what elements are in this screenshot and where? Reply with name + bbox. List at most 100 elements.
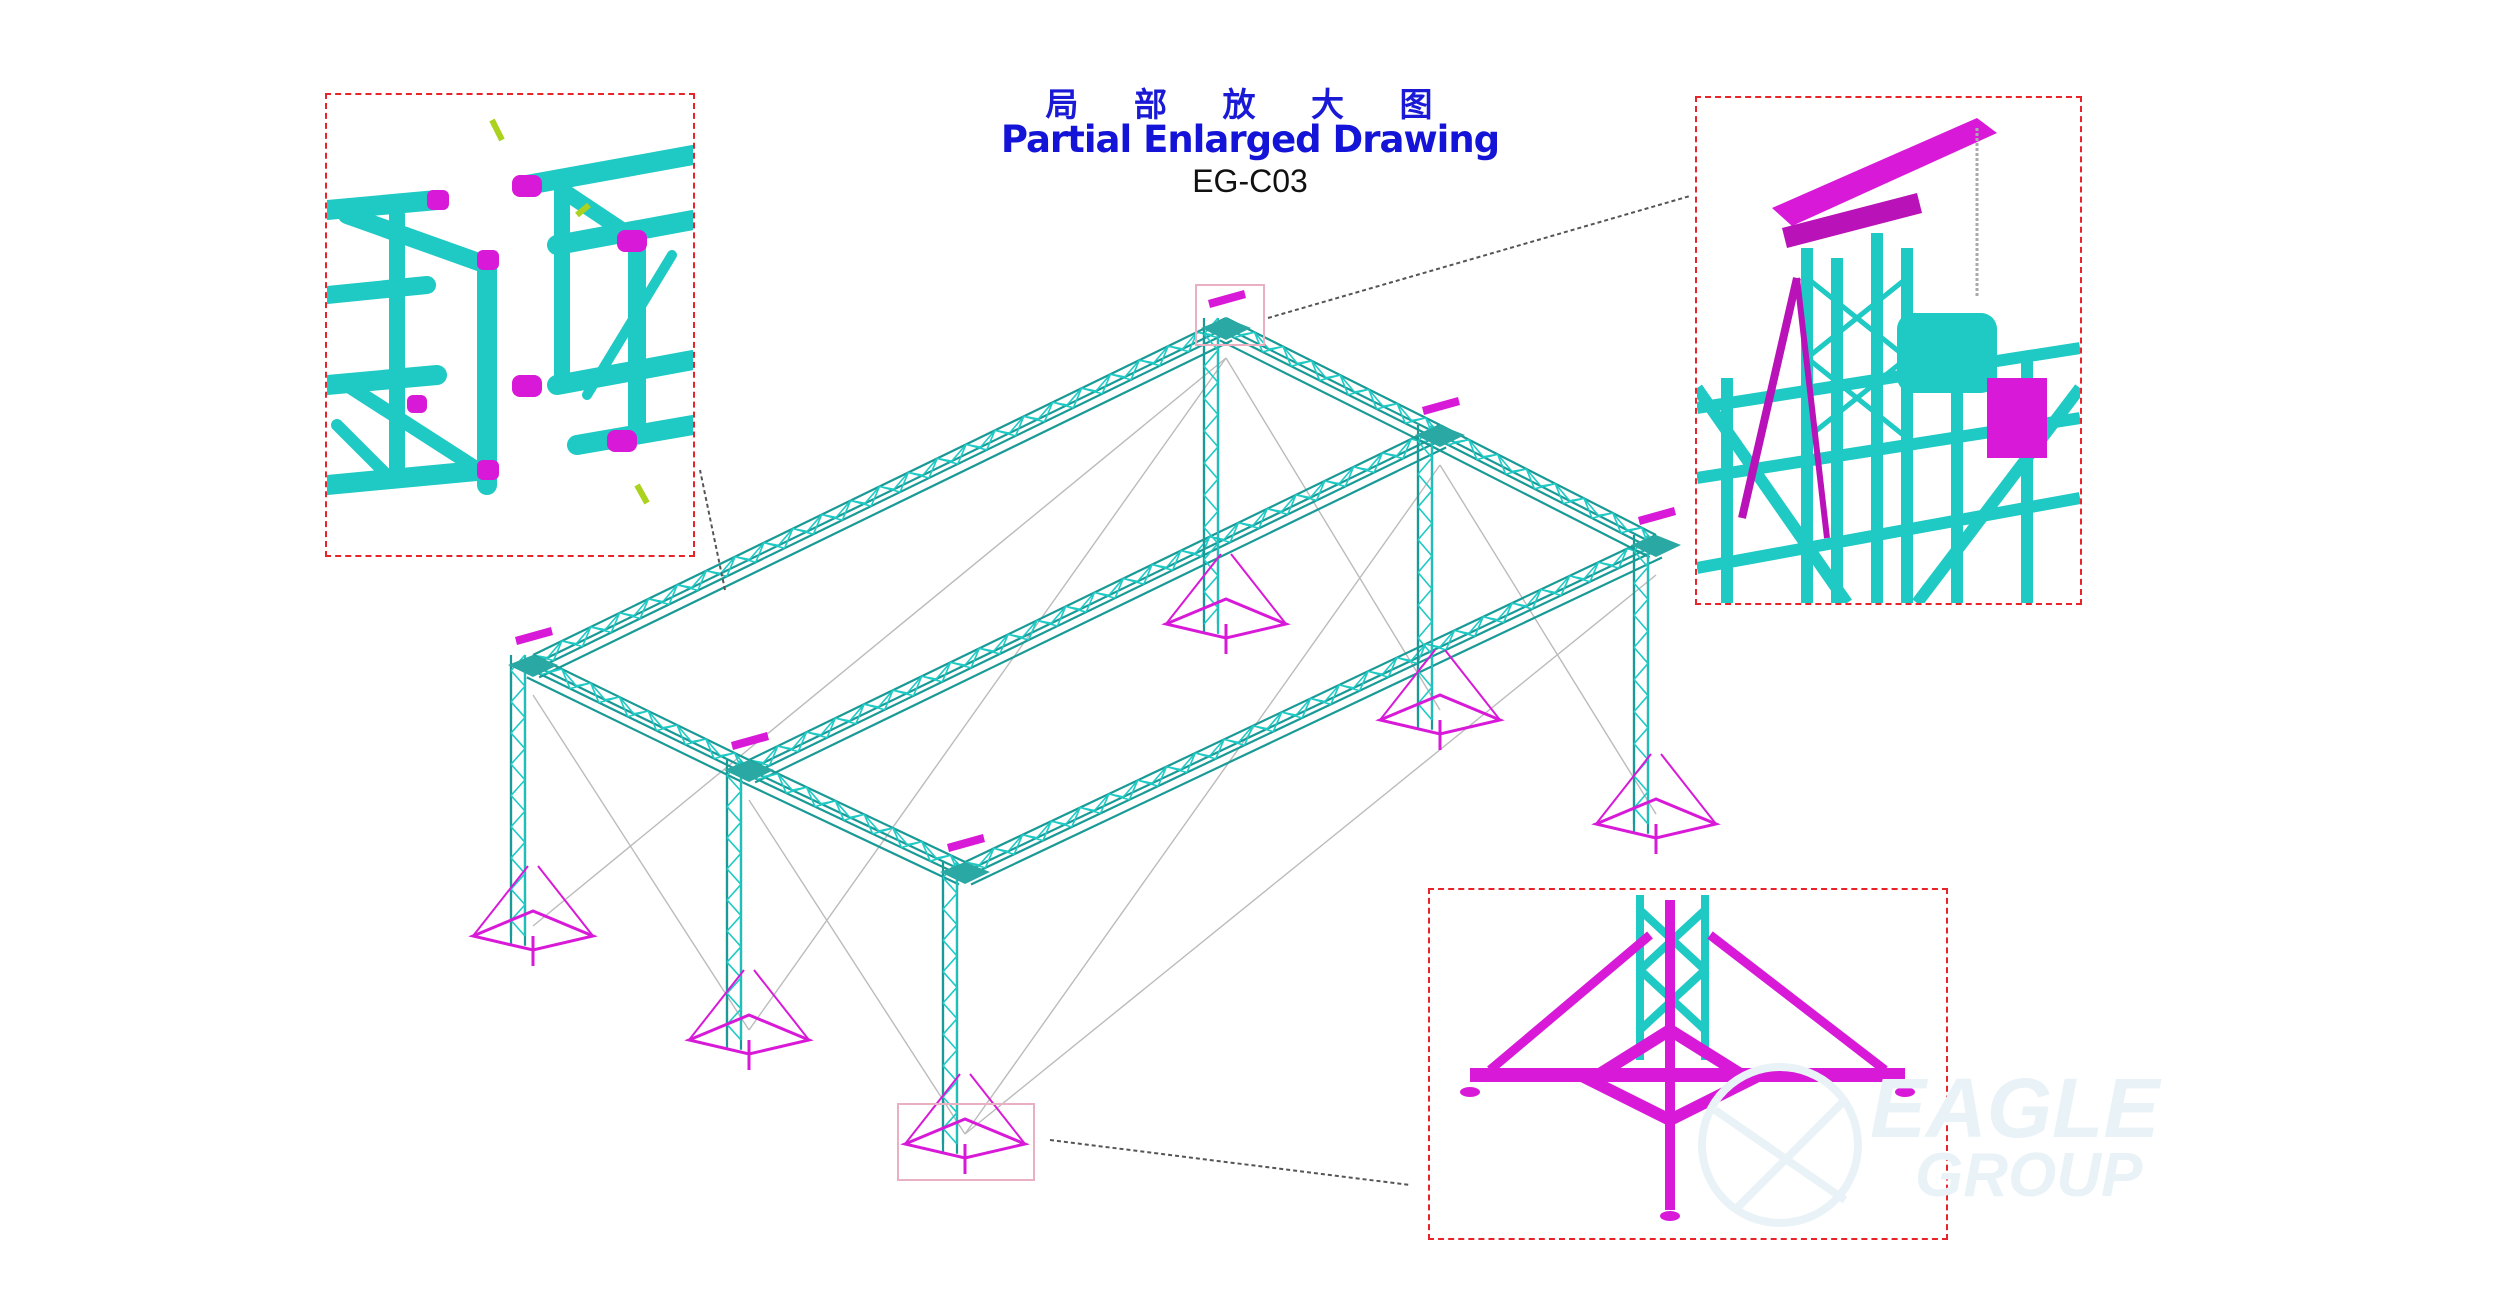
truss-column-E — [725, 759, 743, 1050]
guy-wire — [964, 464, 1441, 1135]
top-block-D — [508, 627, 558, 677]
truss-chord — [1439, 433, 1657, 546]
corner-block — [724, 760, 774, 782]
guy-wire — [748, 799, 966, 1135]
truss-chord — [532, 326, 1227, 666]
outrigger-base-D — [468, 865, 598, 966]
inset-base-outrigger — [1428, 888, 1948, 1240]
truss-chord — [1433, 446, 1651, 559]
watermark-group: GROUP — [1915, 1141, 2143, 1210]
top-block-F — [940, 834, 990, 884]
inset-truss-connection — [325, 93, 695, 557]
top-block-A — [1201, 290, 1251, 340]
truss-chord — [964, 543, 1657, 873]
truss-chord — [532, 654, 750, 761]
outrigger-brace — [472, 865, 529, 937]
top-block-illustration — [1697, 118, 2080, 603]
outrigger-brace — [904, 1073, 961, 1145]
outrigger-brace — [1230, 553, 1287, 625]
truss-beam-AB — [1219, 317, 1441, 449]
truss-chord — [1439, 424, 1657, 536]
watermark-eagle: EAGLE — [1870, 1061, 2160, 1155]
truss-column-D — [509, 654, 527, 946]
corner-block — [940, 862, 990, 884]
truss-chord — [742, 781, 960, 886]
outrigger-base-F — [900, 1073, 1030, 1174]
outrigger-base-A — [1161, 553, 1291, 654]
truss-lacing — [1203, 317, 1219, 634]
corner-block — [1631, 535, 1681, 557]
corner-block — [1201, 318, 1251, 340]
truss-chord — [748, 759, 966, 863]
title-chinese: 局 部 放 大 图 — [1045, 85, 1455, 124]
top-sleeve-block — [515, 627, 553, 645]
outrigger-brace — [1444, 649, 1501, 721]
truss-chord — [1225, 317, 1441, 426]
truss-column-A — [1202, 317, 1220, 634]
truss-beam-EB — [748, 424, 1447, 784]
leader-bottom-right — [1049, 1139, 1411, 1186]
truss-chord — [1219, 339, 1435, 449]
truss-chord — [532, 663, 750, 771]
truss-chord — [526, 676, 744, 784]
truss-lacing — [510, 654, 526, 937]
truss-chord — [742, 771, 960, 876]
top-sleeve-block — [1422, 397, 1460, 415]
truss-chord — [538, 339, 1233, 679]
outrigger-brace — [1379, 649, 1436, 721]
guy-wire — [1225, 357, 1441, 711]
outrigger-base-B — [1375, 649, 1505, 750]
outrigger-base-E — [684, 969, 814, 1070]
truss-beam-DE — [526, 654, 750, 784]
top-sleeve-block — [731, 732, 769, 750]
truss-chord — [1219, 329, 1435, 439]
callout-marker-top — [1195, 284, 1265, 346]
callout-marker-base — [897, 1103, 1035, 1181]
truss-chord — [754, 436, 1447, 774]
truss-beam-BC — [1433, 424, 1657, 559]
outrigger-brace — [1165, 553, 1222, 625]
guy-wire — [964, 574, 1657, 1135]
truss-chord — [538, 329, 1233, 669]
inset-top-sleeve-block — [1695, 96, 2082, 605]
truss-lacing — [1417, 424, 1433, 721]
truss-column-B — [1416, 424, 1434, 730]
truss-chord — [1433, 436, 1651, 549]
top-block-B — [1415, 397, 1465, 447]
truss-chord — [748, 768, 966, 873]
truss-connection-illustration — [327, 118, 693, 505]
guy-wire — [1439, 464, 1657, 815]
truss-structure — [468, 290, 1721, 1174]
truss-chord — [1225, 326, 1441, 436]
outrigger-brace — [537, 865, 594, 937]
guy-wire — [532, 357, 1227, 927]
outrigger-brace — [1595, 753, 1652, 825]
base-illustration — [1460, 895, 1915, 1221]
corner-block — [508, 655, 558, 677]
outrigger-brace — [688, 969, 745, 1041]
guy-wire — [748, 357, 1227, 1031]
truss-lacing — [942, 861, 958, 1145]
truss-chord — [970, 556, 1663, 886]
outrigger-brace — [1660, 753, 1717, 825]
guy-wire — [532, 694, 750, 1031]
top-block-E — [724, 732, 774, 782]
truss-beam-EF — [742, 759, 966, 886]
top-sleeve-block — [1208, 290, 1246, 308]
callout-leaders — [699, 195, 1691, 1186]
drawing-code: EG-C03 — [1192, 163, 1308, 199]
truss-lacing — [748, 424, 1441, 767]
truss-lacing — [964, 534, 1657, 869]
eagle-group-logo-globe — [1698, 1063, 1862, 1227]
truss-chord — [526, 666, 744, 774]
top-sleeve-block — [947, 834, 985, 852]
outrigger-brace — [969, 1073, 1026, 1145]
leader-top-right — [1267, 195, 1691, 319]
truss-beam-DA — [532, 317, 1233, 679]
top-block-C — [1631, 507, 1681, 557]
outrigger-brace — [753, 969, 810, 1041]
title-english: Partial Enlarged Drawing — [1000, 118, 1500, 161]
top-sleeve-block — [1638, 507, 1676, 525]
truss-beam-FC — [964, 534, 1663, 886]
